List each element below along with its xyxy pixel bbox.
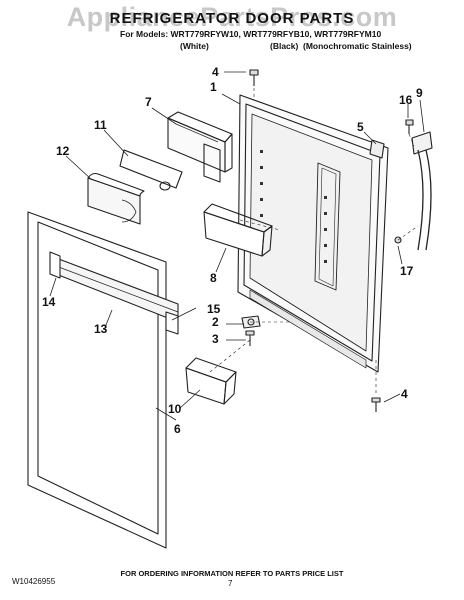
watermark-text: AppliancePartsPros.com: [66, 2, 398, 32]
page-title: REFRIGERATOR DOOR PARTS: [109, 10, 355, 27]
door-liner-part-1: [237, 94, 389, 373]
page-number: 7: [228, 579, 233, 588]
screw-part-16: [405, 119, 414, 134]
ordering-info-note: FOR ORDERING INFORMATION REFER TO PARTS …: [120, 569, 344, 578]
dairy-door-part-11: [119, 149, 183, 191]
callout-4-bottom: 4: [401, 387, 408, 401]
hinge-cap-part-5: [369, 139, 385, 159]
dairy-housing-part-7: [167, 111, 233, 183]
color-black-label: (Black): [270, 41, 299, 51]
callout-7: 7: [145, 95, 152, 109]
shelf-bar-part-13: [49, 251, 179, 335]
color-stainless-label: (Monochromatic Stainless): [303, 41, 412, 51]
callout-12: 12: [56, 144, 70, 158]
color-white-label: (White): [180, 41, 209, 51]
callout-10: 10: [168, 402, 182, 416]
screw-part-4-bottom: [371, 397, 381, 412]
callout-5: 5: [357, 120, 364, 134]
callout-14: 14: [42, 295, 56, 309]
callout-2: 2: [212, 315, 219, 329]
callout-3: 3: [212, 332, 219, 346]
callout-16: 16: [399, 93, 413, 107]
door-bin-part-8: [203, 203, 273, 257]
door-bin-part-10: [185, 357, 237, 405]
models-line: For Models: WRT779RFYW10, WRT779RFYB10, …: [120, 29, 382, 39]
end-cap-part-14: [49, 251, 61, 279]
callout-11: 11: [94, 118, 107, 132]
screw-part-3: [245, 330, 255, 346]
callout-17: 17: [400, 264, 414, 278]
callout-6: 6: [174, 422, 181, 436]
dairy-bin-part-12: [87, 172, 145, 225]
end-cap-part-15: [165, 311, 179, 335]
callout-9: 9: [416, 86, 423, 100]
callout-15: 15: [207, 302, 221, 316]
door-gasket-part-6: [27, 211, 167, 549]
callout-13: 13: [94, 322, 108, 336]
handle-part-9: [411, 131, 433, 251]
callout-1: 1: [210, 80, 217, 94]
document-id: W10426955: [12, 577, 56, 586]
callout-8: 8: [210, 271, 217, 285]
screw-part-4-top: [249, 69, 259, 86]
callout-4-top: 4: [212, 65, 219, 79]
